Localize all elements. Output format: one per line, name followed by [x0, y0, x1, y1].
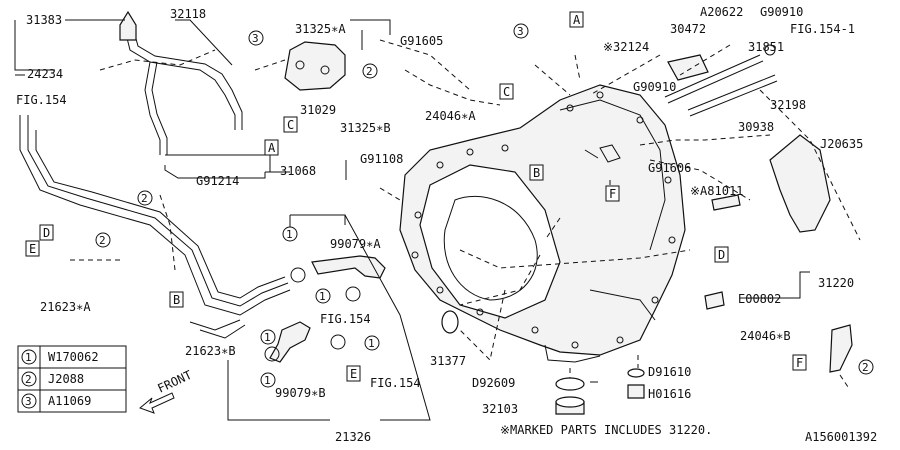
tag-e-left: E [29, 242, 36, 256]
label-31377: 31377 [430, 354, 466, 368]
label-30472: 30472 [670, 22, 706, 36]
label-g91605: G91605 [400, 34, 443, 48]
label-h01616: H01616 [648, 387, 691, 401]
bracket-24046b [829, 324, 853, 373]
label-fig154-1: FIG.154-1 [790, 22, 855, 36]
label-fig154-mid: FIG.154 [320, 312, 371, 326]
label-g91108: G91108 [360, 152, 403, 166]
part-labels: 31383 32118 24234 FIG.154 31325∗A G91605… [16, 5, 877, 444]
label-32103: 32103 [482, 402, 518, 416]
label-g91606: G91606 [648, 161, 691, 175]
tag-d-left: D [43, 226, 50, 240]
label-fig154-low: FIG.154 [370, 376, 421, 390]
label-21623b: 21623∗B [185, 344, 236, 358]
legend-num-3: 3 [25, 395, 32, 408]
label-d91610: D91610 [648, 365, 691, 379]
label-a81011: ※A81011 [690, 184, 743, 198]
label-a20622: A20622 [700, 5, 743, 19]
shield-32198 [769, 134, 831, 233]
tag-f-right: F [796, 356, 803, 370]
bracket-31029 [284, 41, 346, 91]
circled-1-a: 1 [286, 228, 293, 241]
front-label: FRONT [155, 368, 194, 396]
hose-99079a [290, 255, 386, 302]
circled-1-d: 1 [368, 337, 375, 350]
transmission-case [399, 84, 686, 363]
rods [664, 44, 778, 117]
legend-num-2: 2 [25, 373, 32, 386]
legend-num-1: 1 [25, 351, 32, 364]
circled-2-d: 2 [862, 361, 869, 374]
drain-parts [441, 291, 725, 415]
legend-part-1: W170062 [48, 350, 99, 364]
diagram-id: A156001392 [805, 430, 877, 444]
tag-c-left: C [287, 118, 294, 132]
tag-b-left: B [173, 293, 180, 307]
label-31383: 31383 [26, 13, 62, 27]
label-21326: 21326 [335, 430, 371, 444]
label-31220: 31220 [818, 276, 854, 290]
footnote-marked-parts: ※MARKED PARTS INCLUDES 31220. [500, 423, 712, 437]
tag-d-right: D [718, 248, 725, 262]
label-j20635: J20635 [820, 137, 863, 151]
circled-2-c: 2 [99, 234, 106, 247]
legend-table: 1 2 3 W170062 J2088 A11069 [17, 345, 127, 413]
label-24046a: 24046∗A [425, 109, 476, 123]
label-24234: 24234 [27, 67, 63, 81]
label-g91214: G91214 [196, 174, 239, 188]
tag-b-center: B [533, 166, 540, 180]
legend-part-3: A11069 [48, 394, 91, 408]
circled-1-b: 1 [319, 290, 326, 303]
label-99079a: 99079∗A [330, 237, 381, 251]
leader-lines [14, 19, 861, 421]
tag-a-top: A [573, 13, 581, 27]
circled-1-e: 1 [264, 374, 271, 387]
label-99079b: 99079∗B [275, 386, 326, 400]
label-32118: 32118 [170, 7, 206, 21]
sensor-a81011 [711, 194, 741, 211]
label-e00802: E00802 [738, 292, 781, 306]
front-arrow: FRONT [139, 368, 194, 414]
label-31851: 31851 [748, 40, 784, 54]
label-30938: 30938 [738, 120, 774, 134]
tag-e-bottom: E [350, 367, 357, 381]
label-g90910-mid: G90910 [633, 80, 676, 94]
hose-99079b [264, 321, 346, 363]
circled-references: 3 3 2 2 2 2 1 1 1 1 1 [95, 23, 874, 388]
circled-1-c: 1 [264, 331, 271, 344]
cooler-tubes [19, 115, 291, 339]
circled-2-a: 2 [366, 65, 373, 78]
label-31325a: 31325∗A [295, 22, 346, 36]
label-fig154-left: FIG.154 [16, 93, 67, 107]
letter-tags: A C C A B F B D E D E F [25, 11, 807, 382]
tag-a-mid: A [268, 141, 276, 155]
label-24046b: 24046∗B [740, 329, 791, 343]
circled-3-b: 3 [517, 25, 524, 38]
label-21623a: 21623∗A [40, 300, 91, 314]
circled-3-a: 3 [252, 32, 259, 45]
tag-c-center: C [503, 85, 510, 99]
label-31068: 31068 [280, 164, 316, 178]
label-32198: 32198 [770, 98, 806, 112]
label-32124: ※32124 [603, 40, 649, 54]
legend-part-2: J2088 [48, 372, 84, 386]
label-g90910-top: G90910 [760, 5, 803, 19]
breather-hose [119, 10, 243, 155]
circled-2-b: 2 [141, 192, 148, 205]
label-31029: 31029 [300, 103, 336, 117]
tag-f-center: F [609, 187, 616, 201]
label-d92609: D92609 [472, 376, 515, 390]
label-31325b: 31325∗B [340, 121, 391, 135]
